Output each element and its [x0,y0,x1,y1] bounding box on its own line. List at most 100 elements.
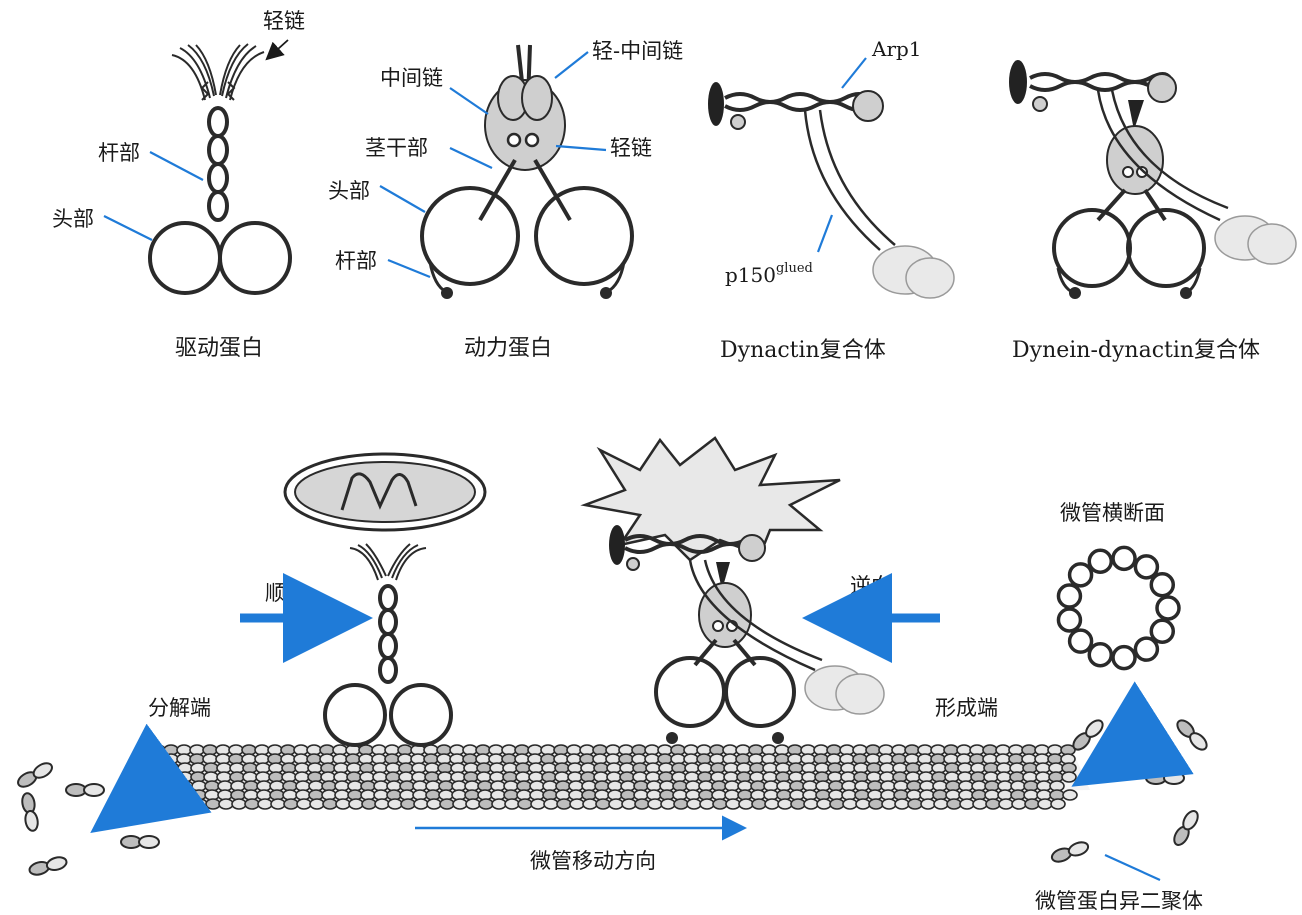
tubulin-subunit [1050,798,1066,810]
p150-label-base: p150 [725,263,776,287]
dynein-head-left [420,186,520,286]
microtubule-scene: 顺向 逆向 微管横断面 分解端 形成端 微管移动方向 微管蛋白异二聚体 [17,436,1208,913]
tubulin-subunit [244,798,260,810]
tubulin-subunit [751,798,767,810]
protofilament [1149,618,1176,644]
tubulin-subunit [517,798,533,810]
dynein-with-cargo [580,436,885,744]
tubulin-dimer [1145,771,1185,785]
tubulin-subunit [283,798,299,810]
tubulin-subunit [634,798,650,810]
dynein-head-label: 头部 [328,179,370,203]
tubulin-subunit [387,798,403,810]
tubulin-subunit [348,798,364,810]
tubulin-subunit [1061,771,1077,783]
tubulin-subunit [556,798,572,810]
tubulin-subunit [270,798,286,810]
tubulin-subunit [361,798,377,810]
disassembly-arrow [90,723,212,833]
protofilament [1056,583,1083,609]
tubulin-subunit [192,798,208,810]
tubulin-subunit [426,798,442,810]
dynactin-caption: Dynactin复合体 [720,338,886,363]
tubulin-subunit [530,798,546,810]
protofilament [1149,572,1176,598]
tubulin-subunit [998,798,1014,810]
tubulin-dimer [17,762,53,788]
microtubule-lattice [137,744,1090,810]
arp1-label: Arp1 [871,37,922,61]
kinesin-panel: 轻链 杆部 头部 驱动蛋白 [52,9,305,361]
tubulin-dimer [21,792,39,832]
tubulin-dimer [1050,841,1090,863]
tubulin-subunit [686,798,702,810]
retrograde-label: 逆向 [850,574,892,598]
protofilament [1133,554,1160,580]
tubulin-subunit [855,798,871,810]
tubulin-subunit [985,798,1001,810]
protofilament [1111,545,1137,572]
kinesin-with-cargo [283,452,487,747]
protofilament [1067,562,1094,588]
tubulin-subunit [478,798,494,810]
dynein-intermediate-chain-label: 中间链 [380,66,443,90]
tubulin-subunit [647,798,663,810]
tubulin-subunit [491,798,507,810]
tubulin-subunit [400,798,416,810]
movement-direction-label: 微管移动方向 [530,849,656,873]
tubulin-subunit [803,798,819,810]
tubulin-subunit [881,798,897,810]
tubulin-subunit [725,798,741,810]
tubulin-subunit [1011,798,1027,810]
protofilament [1087,642,1114,668]
tubulin-subunit [972,798,988,810]
tubulin-subunit [946,798,962,810]
cross-section-label: 微管横断面 [1060,501,1165,525]
cargo-burst [580,436,841,562]
protofilament [1087,548,1114,574]
tubulin-subunit [257,798,273,810]
tubulin-subunit [738,798,754,810]
tubulin-subunit [151,762,167,774]
tubulin-subunit [907,798,923,810]
microtubule-cross-section [1056,545,1181,671]
kinesin-head-label: 头部 [52,207,94,231]
tubulin-dimer [120,835,160,849]
protofilament [1155,595,1181,621]
dynein-light-intermediate-chain-label: 轻-中间链 [592,39,683,63]
tubulin-subunit [790,798,806,810]
dynein-stem-label: 茎干部 [365,136,428,160]
tubulin-subunit [296,798,312,810]
kinesin-light-chain-label: 轻链 [263,9,305,33]
assembly-arrow [1071,681,1194,787]
dynein-caption: 动力蛋白 [464,336,552,361]
dynein-dynactin-caption: Dynein-dynactin复合体 [1012,338,1260,363]
tubulin-dimer [1176,719,1208,751]
tubulin-subunit [309,798,325,810]
tubulin-subunit [660,798,676,810]
tubulin-subunit [231,798,247,810]
tubulin-subunit [322,798,338,810]
tubulin-subunit [439,798,455,810]
protofilament [1111,644,1137,671]
kinesin-stalk [207,106,229,222]
tubulin-subunit [712,798,728,810]
tubulin-subunit [920,798,936,810]
tubulin-subunit [621,798,637,810]
kinesin-stalk-label: 杆部 [98,141,140,165]
tubulin-subunit [413,798,429,810]
tubulin-subunit [933,798,949,810]
tubulin-subunit [842,798,858,810]
tubulin-subunit [582,798,598,810]
tubulin-subunit [335,798,351,810]
tubulin-subunit [816,798,832,810]
tubulin-subunit [868,798,884,810]
arp1-filament [724,92,872,112]
p150-label-sup: glued [776,261,813,276]
tubulin-subunit [205,798,221,810]
tubulin-subunit [1062,789,1078,801]
tubulin-subunit [179,798,195,810]
tubulin-subunit [465,798,481,810]
tubulin-subunit [777,798,793,810]
